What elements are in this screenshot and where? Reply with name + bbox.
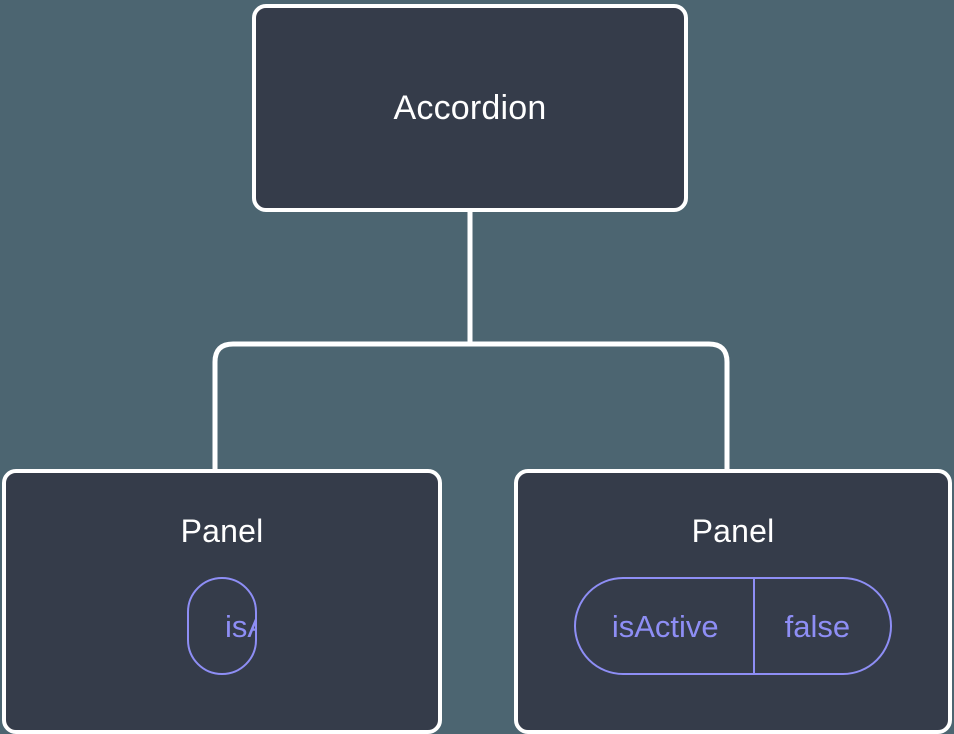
prop-key-label: isActive bbox=[611, 608, 719, 644]
prop-value-label: false bbox=[752, 579, 890, 673]
node-panel-right-title: Panel bbox=[691, 513, 775, 549]
node-accordion-title: Accordion bbox=[393, 89, 547, 127]
node-panel-left-title: Panel bbox=[180, 513, 264, 549]
node-accordion[interactable]: Accordion bbox=[252, 4, 688, 212]
prop-pill-is-active-left[interactable]: isActive false bbox=[187, 577, 257, 675]
node-panel-left[interactable]: Panel isActive false bbox=[2, 469, 442, 734]
prop-pill-is-active-right[interactable]: isActive false bbox=[573, 577, 893, 675]
connector-split-bar bbox=[212, 341, 730, 473]
node-panel-right[interactable]: Panel isActive false bbox=[514, 469, 952, 734]
prop-key-label: isActive bbox=[225, 608, 255, 644]
